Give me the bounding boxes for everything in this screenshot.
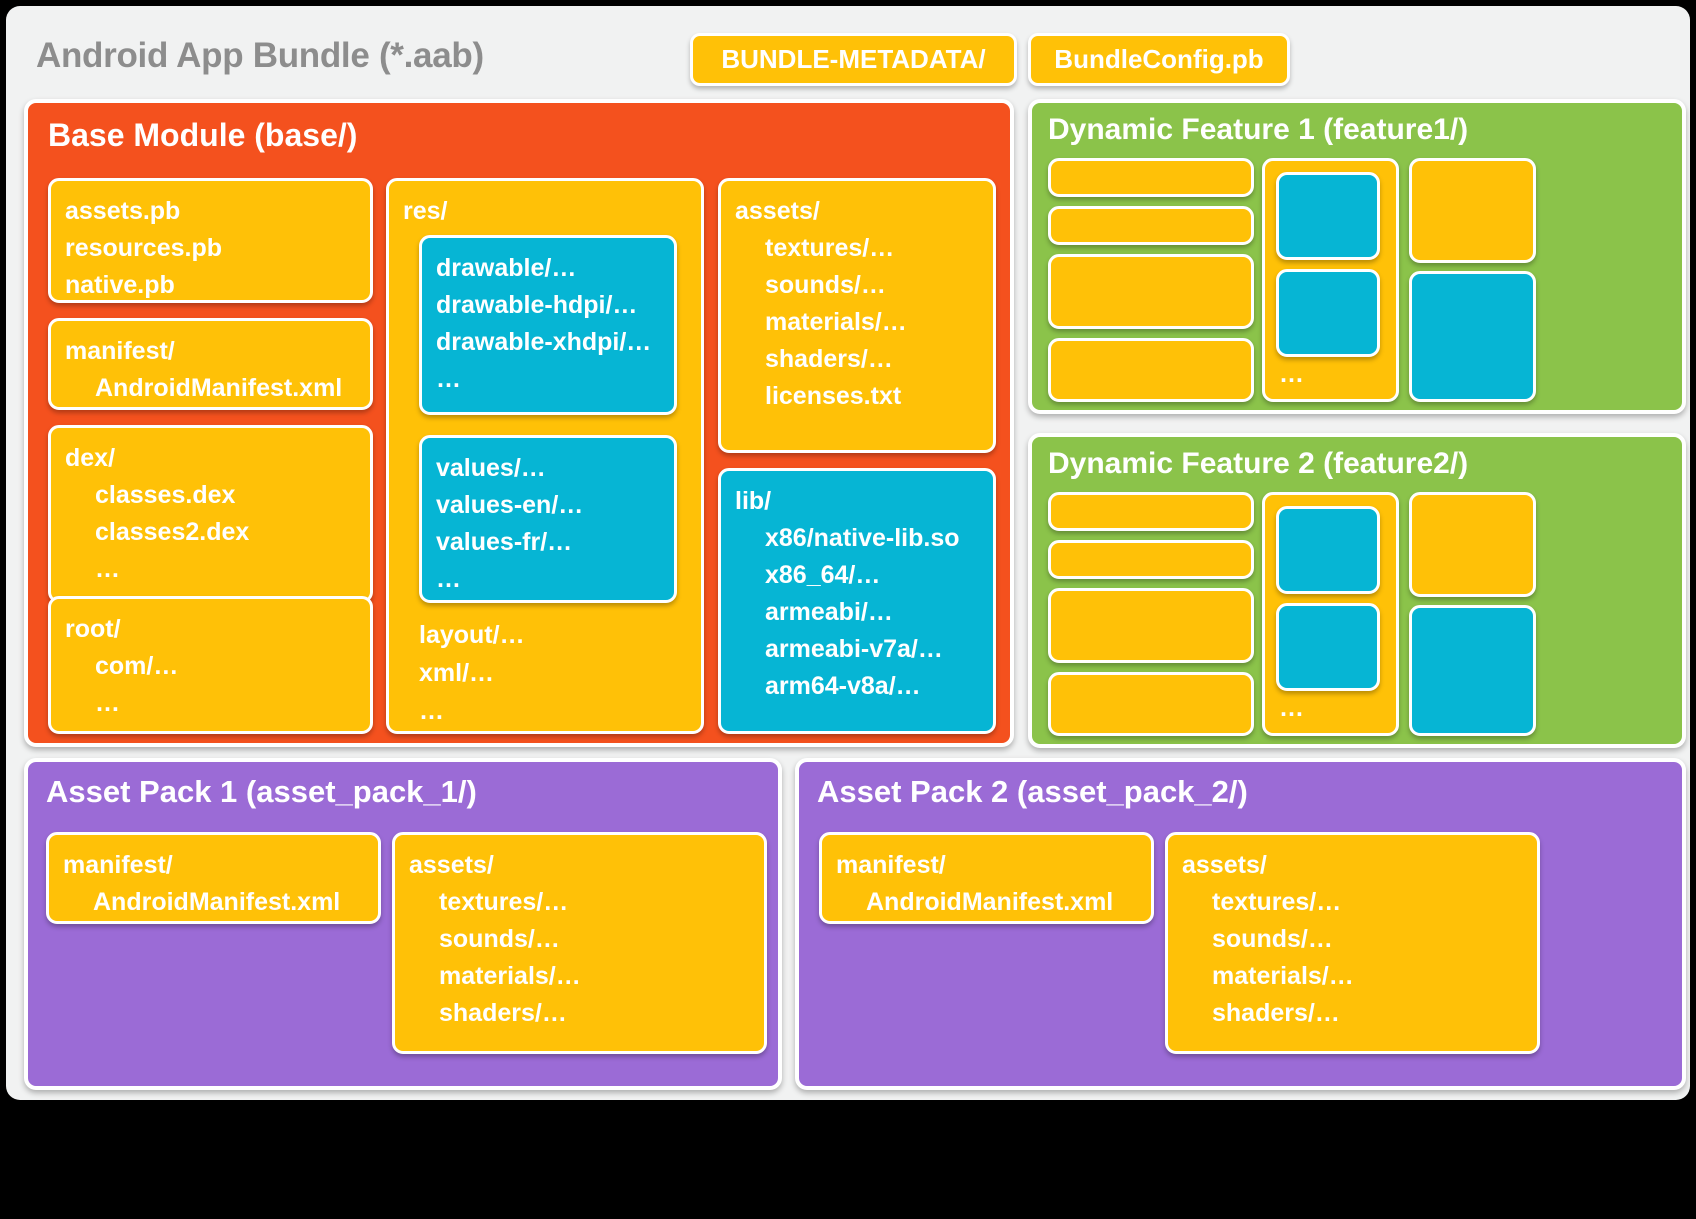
asset-pack-2-assets-box: assets/ textures/… sounds/… materials/… … <box>1165 832 1540 1054</box>
assets-pb-label: assets.pb <box>65 197 181 225</box>
ap1-textures-label: textures/… <box>439 888 569 916</box>
feature-1-res-ellipsis-label: … <box>1279 360 1304 388</box>
ap2-materials-label: materials/… <box>1212 962 1354 990</box>
lib-x86-label: x86/native-lib.so <box>765 524 960 552</box>
drawable-label: drawable/… <box>436 254 577 282</box>
values-ellipsis-label: … <box>436 565 461 593</box>
assets-sounds-label: sounds/… <box>765 271 886 299</box>
res-ellipsis-label: … <box>419 697 444 725</box>
base-assets-box: assets/ textures/… sounds/… materials/… … <box>718 178 996 453</box>
feature-2-lib-split-box <box>1409 605 1536 736</box>
dynamic-feature-1-container: Dynamic Feature 1 (feature1/) … <box>1028 99 1686 414</box>
asset-pack-1-title: Asset Pack 1 (asset_pack_1/) <box>46 774 477 809</box>
base-root-box: root/ com/… … <box>48 596 373 734</box>
feature-1-file-box-4 <box>1048 338 1254 402</box>
feature-1-file-box-1 <box>1048 158 1254 197</box>
ap2-android-manifest-xml-label: AndroidManifest.xml <box>866 888 1114 916</box>
ap2-textures-label: textures/… <box>1212 888 1342 916</box>
bundle-config-chip[interactable]: BundleConfig.pb <box>1028 33 1290 86</box>
dex-dir-label: dex/ <box>65 444 116 472</box>
feature-1-file-box-3 <box>1048 254 1254 329</box>
assets-textures-label: textures/… <box>765 234 895 262</box>
feature-2-assets-box <box>1409 492 1536 597</box>
asset-pack-1-manifest-box: manifest/ AndroidManifest.xml <box>46 832 381 924</box>
assets-materials-label: materials/… <box>765 308 907 336</box>
asset-pack-2-manifest-box: manifest/ AndroidManifest.xml <box>819 832 1154 924</box>
ap1-assets-dir-label: assets/ <box>409 851 494 879</box>
lib-x86-64-label: x86_64/… <box>765 561 881 589</box>
android-manifest-xml-label: AndroidManifest.xml <box>95 374 343 402</box>
feature-2-res-box: … <box>1262 492 1399 736</box>
dynamic-feature-2-container: Dynamic Feature 2 (feature2/) … <box>1028 433 1686 748</box>
ap2-sounds-label: sounds/… <box>1212 925 1333 953</box>
ap1-android-manifest-xml-label: AndroidManifest.xml <box>93 888 341 916</box>
feature-2-res-ellipsis-label: … <box>1279 694 1304 722</box>
lib-arm64-v8a-label: arm64-v8a/… <box>765 672 921 700</box>
assets-licenses-label: licenses.txt <box>765 382 902 410</box>
base-module-container: Base Module (base/) assets.pb resources.… <box>24 99 1014 747</box>
root-com-label: com/… <box>95 652 179 680</box>
feature-2-split-box-2 <box>1276 603 1380 691</box>
ap1-shaders-label: shaders/… <box>439 999 567 1027</box>
xml-label: xml/… <box>419 659 495 687</box>
base-module-title: Base Module (base/) <box>48 117 358 153</box>
dynamic-feature-1-title: Dynamic Feature 1 (feature1/) <box>1048 113 1469 146</box>
dynamic-feature-2-title: Dynamic Feature 2 (feature2/) <box>1048 447 1469 480</box>
feature-1-assets-box <box>1409 158 1536 263</box>
res-drawable-split-box: drawable/… drawable-hdpi/… drawable-xhdp… <box>419 235 677 415</box>
ap2-manifest-dir-label: manifest/ <box>836 851 946 879</box>
lib-armeabi-label: armeabi/… <box>765 598 893 626</box>
feature-2-file-box-4 <box>1048 672 1254 736</box>
resources-pb-label: resources.pb <box>65 234 223 262</box>
values-en-label: values-en/… <box>436 491 584 519</box>
feature-1-lib-split-box <box>1409 271 1536 402</box>
base-lib-split-box: lib/ x86/native-lib.so x86_64/… armeabi/… <box>718 468 996 734</box>
ap1-sounds-label: sounds/… <box>439 925 560 953</box>
root-dir-label: root/ <box>65 615 121 643</box>
res-values-split-box: values/… values-en/… values-fr/… … <box>419 435 677 603</box>
assets-shaders-label: shaders/… <box>765 345 893 373</box>
drawable-xhdpi-label: drawable-xhdpi/… <box>436 328 652 356</box>
asset-pack-2-title: Asset Pack 2 (asset_pack_2/) <box>817 774 1248 809</box>
bundle-header: Android App Bundle (*.aab) BUNDLE-METADA… <box>6 6 1690 98</box>
asset-pack-2-container: Asset Pack 2 (asset_pack_2/) manifest/ A… <box>795 758 1686 1090</box>
base-dex-box: dex/ classes.dex classes2.dex … <box>48 425 373 603</box>
assets-dir-label: assets/ <box>735 197 820 225</box>
asset-pack-1-assets-box: assets/ textures/… sounds/… materials/… … <box>392 832 767 1054</box>
drawable-hdpi-label: drawable-hdpi/… <box>436 291 638 319</box>
feature-1-split-box-1 <box>1276 172 1380 260</box>
ap1-manifest-dir-label: manifest/ <box>63 851 173 879</box>
feature-2-file-box-1 <box>1048 492 1254 531</box>
base-manifest-box: manifest/ AndroidManifest.xml <box>48 318 373 410</box>
res-other-dirs-group: layout/… xml/… … <box>419 616 525 730</box>
feature-1-res-box: … <box>1262 158 1399 402</box>
lib-armeabi-v7a-label: armeabi-v7a/… <box>765 635 943 663</box>
values-label: values/… <box>436 454 546 482</box>
ap2-shaders-label: shaders/… <box>1212 999 1340 1027</box>
feature-2-split-box-1 <box>1276 506 1380 594</box>
feature-1-file-box-2 <box>1048 206 1254 245</box>
base-protobuf-files-box: assets.pb resources.pb native.pb <box>48 178 373 303</box>
dex-ellipsis-label: … <box>95 555 120 583</box>
ap2-assets-dir-label: assets/ <box>1182 851 1267 879</box>
page-title: Android App Bundle (*.aab) <box>36 36 484 75</box>
android-app-bundle-card: Android App Bundle (*.aab) BUNDLE-METADA… <box>6 6 1690 1100</box>
native-pb-label: native.pb <box>65 271 175 299</box>
asset-pack-1-container: Asset Pack 1 (asset_pack_1/) manifest/ A… <box>24 758 782 1090</box>
feature-2-file-box-3 <box>1048 588 1254 663</box>
manifest-dir-label: manifest/ <box>65 337 175 365</box>
base-res-box: res/ drawable/… drawable-hdpi/… drawable… <box>386 178 704 734</box>
ap1-materials-label: materials/… <box>439 962 581 990</box>
res-dir-label: res/ <box>403 197 448 225</box>
lib-dir-label: lib/ <box>735 487 772 515</box>
feature-1-split-box-2 <box>1276 269 1380 357</box>
layout-label: layout/… <box>419 621 525 649</box>
root-ellipsis-label: … <box>95 689 120 717</box>
drawable-ellipsis-label: … <box>436 365 461 393</box>
classes-dex-label: classes.dex <box>95 481 236 509</box>
values-fr-label: values-fr/… <box>436 528 573 556</box>
classes2-dex-label: classes2.dex <box>95 518 250 546</box>
feature-2-file-box-2 <box>1048 540 1254 579</box>
bundle-metadata-chip[interactable]: BUNDLE-METADATA/ <box>690 33 1017 86</box>
